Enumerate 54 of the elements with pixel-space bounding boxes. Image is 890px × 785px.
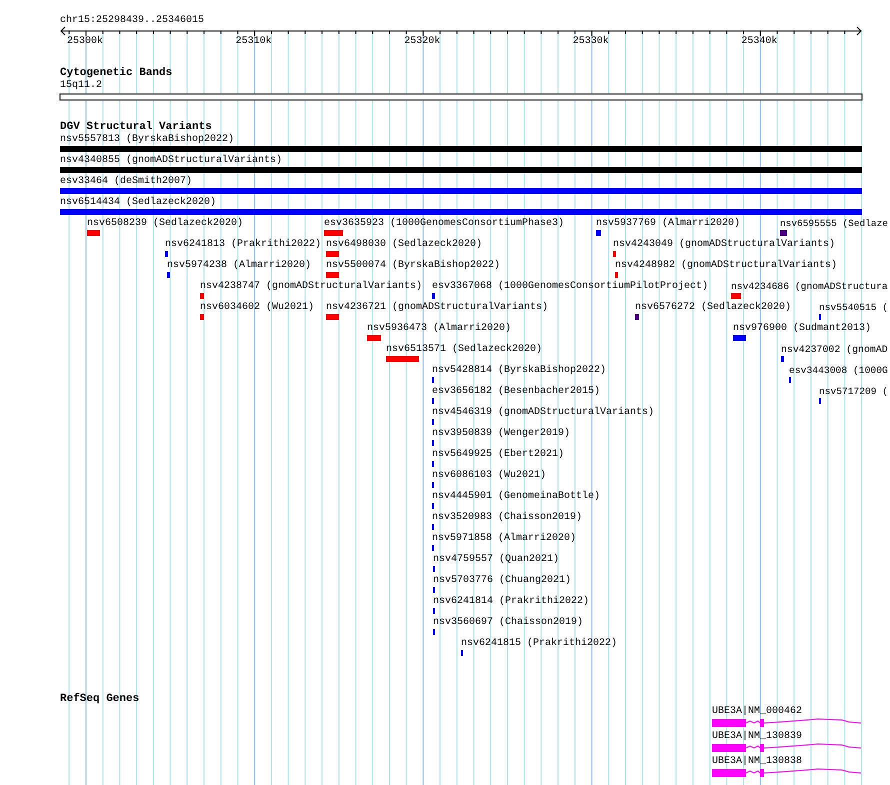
variant-label: nsv5937769 (Almarri2020) [596,218,740,230]
variant-label: nsv4546319 (gnomADStructuralVariants) [432,407,654,419]
variant-label: nsv5971858 (Almarri2020) [432,533,576,545]
variant-label: nsv6241814 (Prakrithi2022) [433,596,590,608]
gene-label: UBE3A|NM_130838 [712,756,802,768]
band-label: 15q11.2 [60,80,102,92]
variant-label: nsv5557813 (ByrskaBishop2022) [60,134,234,146]
axis-tick-label: 25340k [741,36,778,48]
variant-label: nsv6498030 (Sedlazeck2020) [326,239,482,251]
track-heading: DGV Structural Variants [60,121,212,133]
variant-label: nsv3520983 (Chaisson2019) [432,512,582,524]
variant-label: nsv4445901 (GenomeinaBottle) [432,491,600,503]
variant-label: esv3443008 (1000G [789,365,888,377]
variant-label: nsv4234686 (gnomADStructura [731,281,888,293]
variant-label: esv3656182 (Besenbacher2015) [432,386,600,398]
variant-label: esv3367068 (1000GenomesConsortiumPilotProject) [432,281,708,293]
variant-label: nsv4759557 (Quan2021) [433,554,560,566]
track-heading: Cytogenetic Bands [60,67,172,79]
gene-label: UBE3A|NM_130839 [712,731,802,743]
variant-label: nsv6508239 (Sedlazeck2020) [87,218,244,230]
variant-label: nsv6241815 (Prakrithi2022) [461,638,618,650]
gene-label: UBE3A|NM_000462 [712,706,802,718]
variant-label: nsv5500074 (ByrskaBishop2022) [326,260,500,272]
variant-label: nsv6034602 (Wu2021) [200,302,314,314]
variant-label: nsv5428814 (ByrskaBishop2022) [432,365,606,377]
variant-label: nsv5717209 ( [819,386,888,398]
locus-label: chr15:25298439..25346015 [60,15,204,27]
variant-label: nsv4238747 (gnomADStructuralVariants) [200,281,422,293]
variant-label: nsv4237002 (gnomAD [781,344,888,356]
axis-tick-label: 25320k [404,36,440,48]
variant-label: esv33464 (deSmith2007) [60,176,192,188]
variant-label: nsv5649925 (Ebert2021) [432,449,564,461]
variant-label: nsv5703776 (Chuang2021) [433,575,572,587]
variant-label: nsv5936473 (Almarri2020) [367,323,512,335]
variant-label: esv3635923 (1000GenomesConsortiumPhase3) [324,218,564,230]
variant-label: nsv6514434 (Sedlazeck2020) [60,197,216,209]
variant-label: nsv6086103 (Wu2021) [432,470,546,482]
variant-label: nsv5974238 (Almarri2020) [167,260,312,272]
variant-label: nsv3560697 (Chaisson2019) [433,617,584,629]
variant-label: nsv5540515 ( [819,302,888,314]
variant-label: nsv6241813 (Prakrithi2022) [165,239,322,251]
variant-label: nsv3950839 (Wenger2019) [432,428,570,440]
axis-tick-label: 25310k [236,36,272,48]
variant-label: nsv976900 (Sudmant2013) [733,323,872,335]
variant-label: nsv4340855 (gnomADStructuralVariants) [60,155,282,167]
variant-label: nsv4236721 (gnomADStructuralVariants) [326,302,548,314]
axis-tick-label: 25300k [67,36,104,48]
variant-label: nsv6595555 (Sedlaze [780,218,888,230]
track-heading: RefSeq Genes [60,693,140,705]
axis-tick-label: 25330k [572,36,609,48]
variant-label: nsv6513571 (Sedlazeck2020) [386,344,542,356]
variant-label: nsv4243049 (gnomADStructuralVariants) [613,239,836,251]
variant-label: nsv6576272 (Sedlazeck2020) [635,302,792,314]
variant-label: nsv4248982 (gnomADStructuralVariants) [615,260,838,272]
